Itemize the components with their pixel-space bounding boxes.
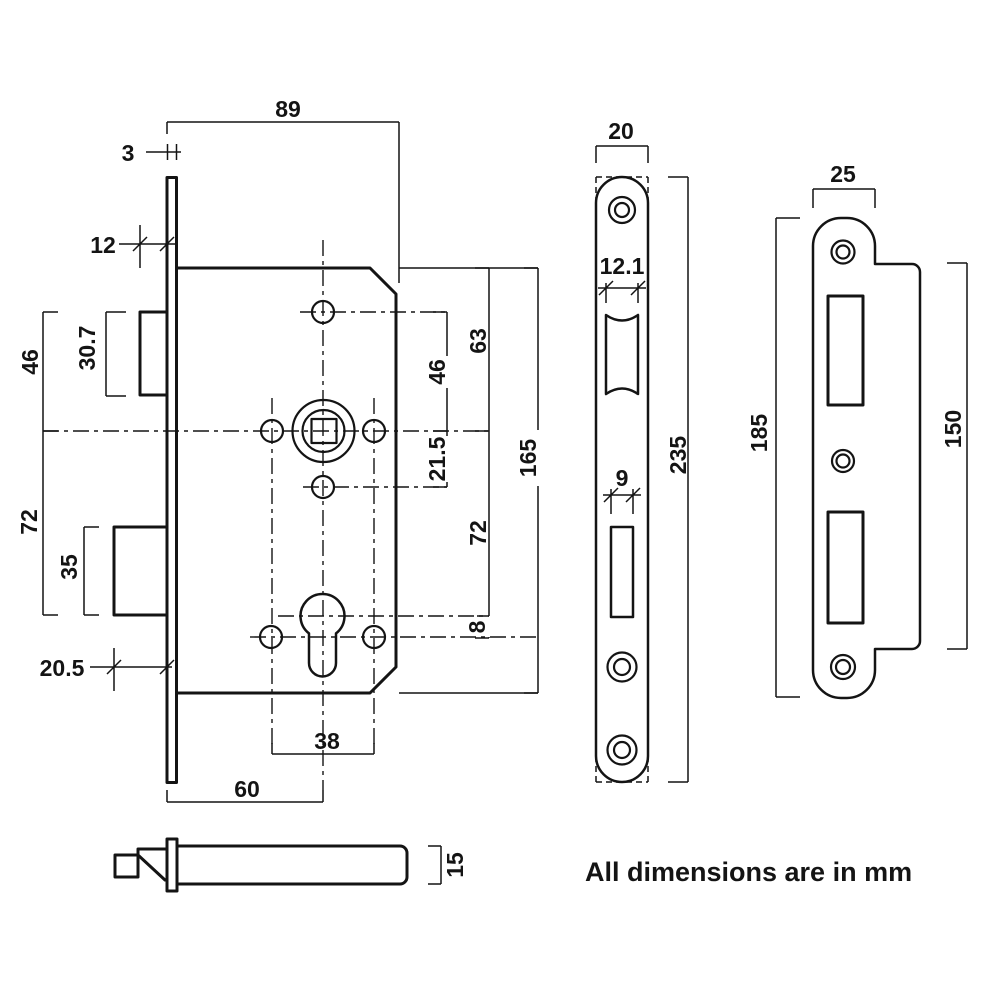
dim-inner-right-chain: 46 21.5 [424,311,450,488]
dim-label-cylinder-to-hole: 8 [464,620,490,633]
units-note: All dimensions are in mm [585,857,912,887]
faceplate-view: 20 12.1 9 235 [594,118,691,784]
dim-left-chain: 46 72 [16,311,58,616]
dim-label-latch-height: 30.7 [74,326,100,371]
dim-faceplate-height: 235 [665,176,691,783]
center-lines [43,240,538,790]
dim-faceplate-width: 20 [595,118,649,163]
dim-label-faceplate-height: 235 [665,436,691,475]
dim-label-spindle-to-deadbolt: 72 [16,509,42,535]
latch-bolt [138,310,169,397]
dim-latch-projection: 12 [90,225,175,268]
dim-label-strike-width: 25 [830,161,856,187]
dim-label-latch-cutout-width: 12.1 [600,253,645,279]
dim-strike-flat-height: 150 [940,262,968,650]
detail-latch-head [113,853,140,879]
spindle-square [310,417,338,445]
latch-bolt-detail-view: 15 [113,837,468,893]
dim-label-strike-flat-height: 150 [940,410,966,448]
strike-plate-view: 25 185 150 [746,161,968,700]
euro-cylinder-hole [299,592,346,678]
dim-label-deadbolt-height: 35 [56,554,82,580]
detail-bolt-body [175,844,409,886]
dim-deadbolt-projection: 20.5 [40,648,175,691]
deadbolt-cutout [609,525,635,619]
dim-label-latch-projection: 12 [90,232,116,258]
dim-hole-spacing: 38 [271,728,375,755]
lock-case-outline [175,266,398,695]
dim-latch-height: 30.7 [74,311,126,397]
dim-latch-cutout-width: 12.1 [598,253,646,303]
dim-label-faceplate-thickness: 3 [122,140,135,166]
dim-case-width: 89 [166,96,400,283]
strike-plate-outline [811,216,922,700]
strike-latch-cutout [826,294,865,407]
dim-label-latch-thickness: 15 [442,852,468,878]
latch-cutout [604,313,640,396]
faceplate-screw-hole-top [607,195,637,225]
faceplate-screw-hole-mid [606,651,638,683]
dim-label-case-top-to-spindle: 63 [465,328,491,354]
dim-label-deadbolt-projection: 20.5 [40,655,85,681]
strike-screw-hole-mid [830,448,856,474]
dim-strike-width: 25 [812,161,876,208]
spindle-hub [291,398,356,464]
fixing-holes [258,299,387,650]
dim-faceplate-thickness: 3 [122,140,181,166]
lock-body-view: 89 3 12 20.5 46 72 30.7 [16,96,541,803]
strike-screw-hole-top [830,239,856,265]
dim-label-hole-spacing: 38 [314,728,340,754]
dim-label-spindle-to-bottom-hole: 21.5 [424,436,450,481]
strike-deadbolt-cutout [826,510,865,625]
dim-latch-thickness: 15 [428,845,468,885]
dim-label-faceplate-width: 20 [608,118,634,144]
dim-case-height: 165 [515,267,541,694]
dim-mid-right-chain: 63 72 8 [464,267,491,639]
dim-label-spindle-to-cylinder: 72 [465,520,491,546]
dim-label-bolt-cutout-width: 9 [616,465,629,491]
faceplate-screw-hole-bottom [606,734,638,766]
dim-bolt-cutout-width: 9 [603,465,641,514]
dim-label-case-height: 165 [515,439,541,478]
dim-strike-height: 185 [746,217,800,698]
dim-deadbolt-height: 35 [56,526,99,616]
dim-label-backset: 60 [234,776,260,802]
square-end-option-dashed [595,176,649,783]
strike-screw-hole-bottom [829,653,857,681]
dim-label-case-width: 89 [275,96,301,122]
dim-label-strike-height: 185 [746,414,772,453]
dim-backset: 60 [166,776,324,803]
dim-label-top-hole-to-spindle: 46 [424,359,450,385]
detail-latch-bevel [136,847,169,882]
deadbolt [112,525,169,617]
dim-label-latch-to-spindle: 46 [17,349,43,375]
